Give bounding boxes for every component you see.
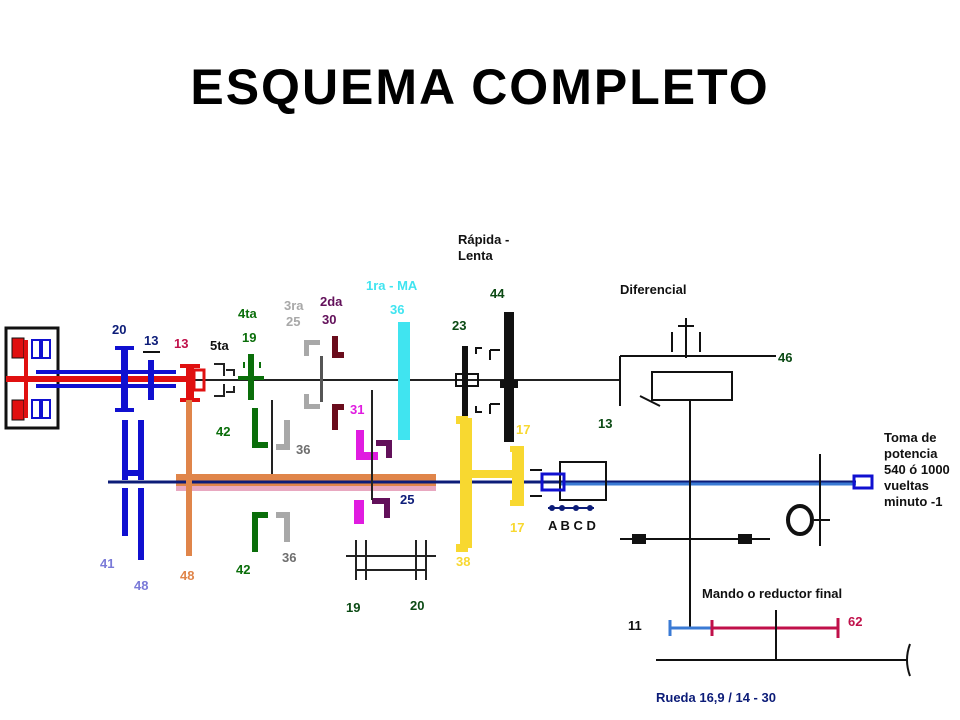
label-48-blue: 48: [134, 578, 148, 593]
label-25-lower: 25: [400, 492, 414, 507]
label-36-lower: 36: [282, 550, 296, 565]
input-shaft-blue-lower: [36, 384, 176, 388]
gear-31: [354, 430, 378, 524]
gear-36-gray: [276, 420, 290, 542]
label-diferencial: Diferencial: [620, 282, 686, 297]
label-mando: Mando o reductor final: [702, 586, 842, 601]
gear-19-20: [346, 540, 436, 580]
final-drive: [656, 610, 911, 677]
label-13-diff: 13: [598, 416, 612, 431]
gear-44-range: [489, 312, 518, 442]
input-shaft-blue: [36, 370, 176, 374]
gear-13-red: [186, 366, 194, 400]
label-30: 30: [322, 312, 336, 327]
label-4ta: 4ta: [238, 306, 258, 321]
label-41: 41: [100, 556, 114, 571]
label-42-lower: 42: [236, 562, 250, 577]
label-1ra-ma: 1ra - MA: [366, 278, 418, 293]
pto-disc: [786, 504, 814, 536]
pto-clutch: [530, 461, 607, 511]
label-62: 62: [848, 614, 862, 629]
label-48-orange: 48: [180, 568, 194, 583]
pto-shaft-end: [852, 474, 874, 490]
gear-41-48: [122, 420, 144, 560]
label-17-lower: 17: [510, 520, 524, 535]
label-3ra: 3ra: [284, 298, 304, 313]
page-title: ESQUEMA COMPLETO: [190, 59, 770, 115]
label-toma-1: Toma de: [884, 430, 937, 445]
label-19-lower: 19: [346, 600, 360, 615]
label-rapida: Rápida -: [458, 232, 509, 247]
label-13-red: 13: [174, 336, 188, 351]
label-11: 11: [628, 618, 642, 633]
countershaft-orange: [176, 474, 436, 486]
label-36-upper: 36: [296, 442, 310, 457]
gear-3ra: [304, 340, 323, 409]
label-lenta: Lenta: [458, 248, 493, 263]
gear-4ta: [238, 354, 264, 400]
gear-17-38: [456, 416, 524, 552]
gear-1ra-ma: [398, 322, 410, 440]
label-13: 13: [144, 333, 158, 348]
gear-48-orange: [186, 400, 192, 556]
gear-23-range: [455, 346, 482, 416]
label-toma-4: vueltas: [884, 478, 929, 493]
label-23: 23: [452, 318, 466, 333]
differential: [619, 318, 776, 448]
label-31: 31: [350, 402, 364, 417]
input-shaft-red: [6, 376, 186, 382]
label-42-upper: 42: [216, 424, 230, 439]
label-19: 19: [242, 330, 256, 345]
gear-2da: [332, 336, 344, 430]
label-5ta: 5ta: [210, 338, 230, 353]
label-rueda: Rueda 16,9 / 14 - 30: [656, 690, 776, 705]
gear-13: [148, 360, 154, 400]
label-toma-3: 540 ó 1000: [884, 462, 950, 477]
label-44: 44: [490, 286, 505, 301]
label-toma-2: potencia: [884, 446, 938, 461]
label-25: 25: [286, 314, 300, 329]
gear-20: [121, 348, 128, 412]
gear-5ta: [214, 363, 235, 397]
label-17-upper: 17: [516, 422, 530, 437]
brakes: [620, 534, 770, 544]
gear-42: [252, 408, 268, 552]
label-toma-5: minuto -1: [884, 494, 943, 509]
label-abcd: A B C D: [548, 518, 596, 533]
label-20: 20: [112, 322, 126, 337]
label-20-lower: 20: [410, 598, 424, 613]
label-36-cyan: 36: [390, 302, 404, 317]
label-46: 46: [778, 350, 792, 365]
label-38: 38: [456, 554, 470, 569]
countershaft-pink-band: [176, 486, 436, 491]
label-2da: 2da: [320, 294, 343, 309]
